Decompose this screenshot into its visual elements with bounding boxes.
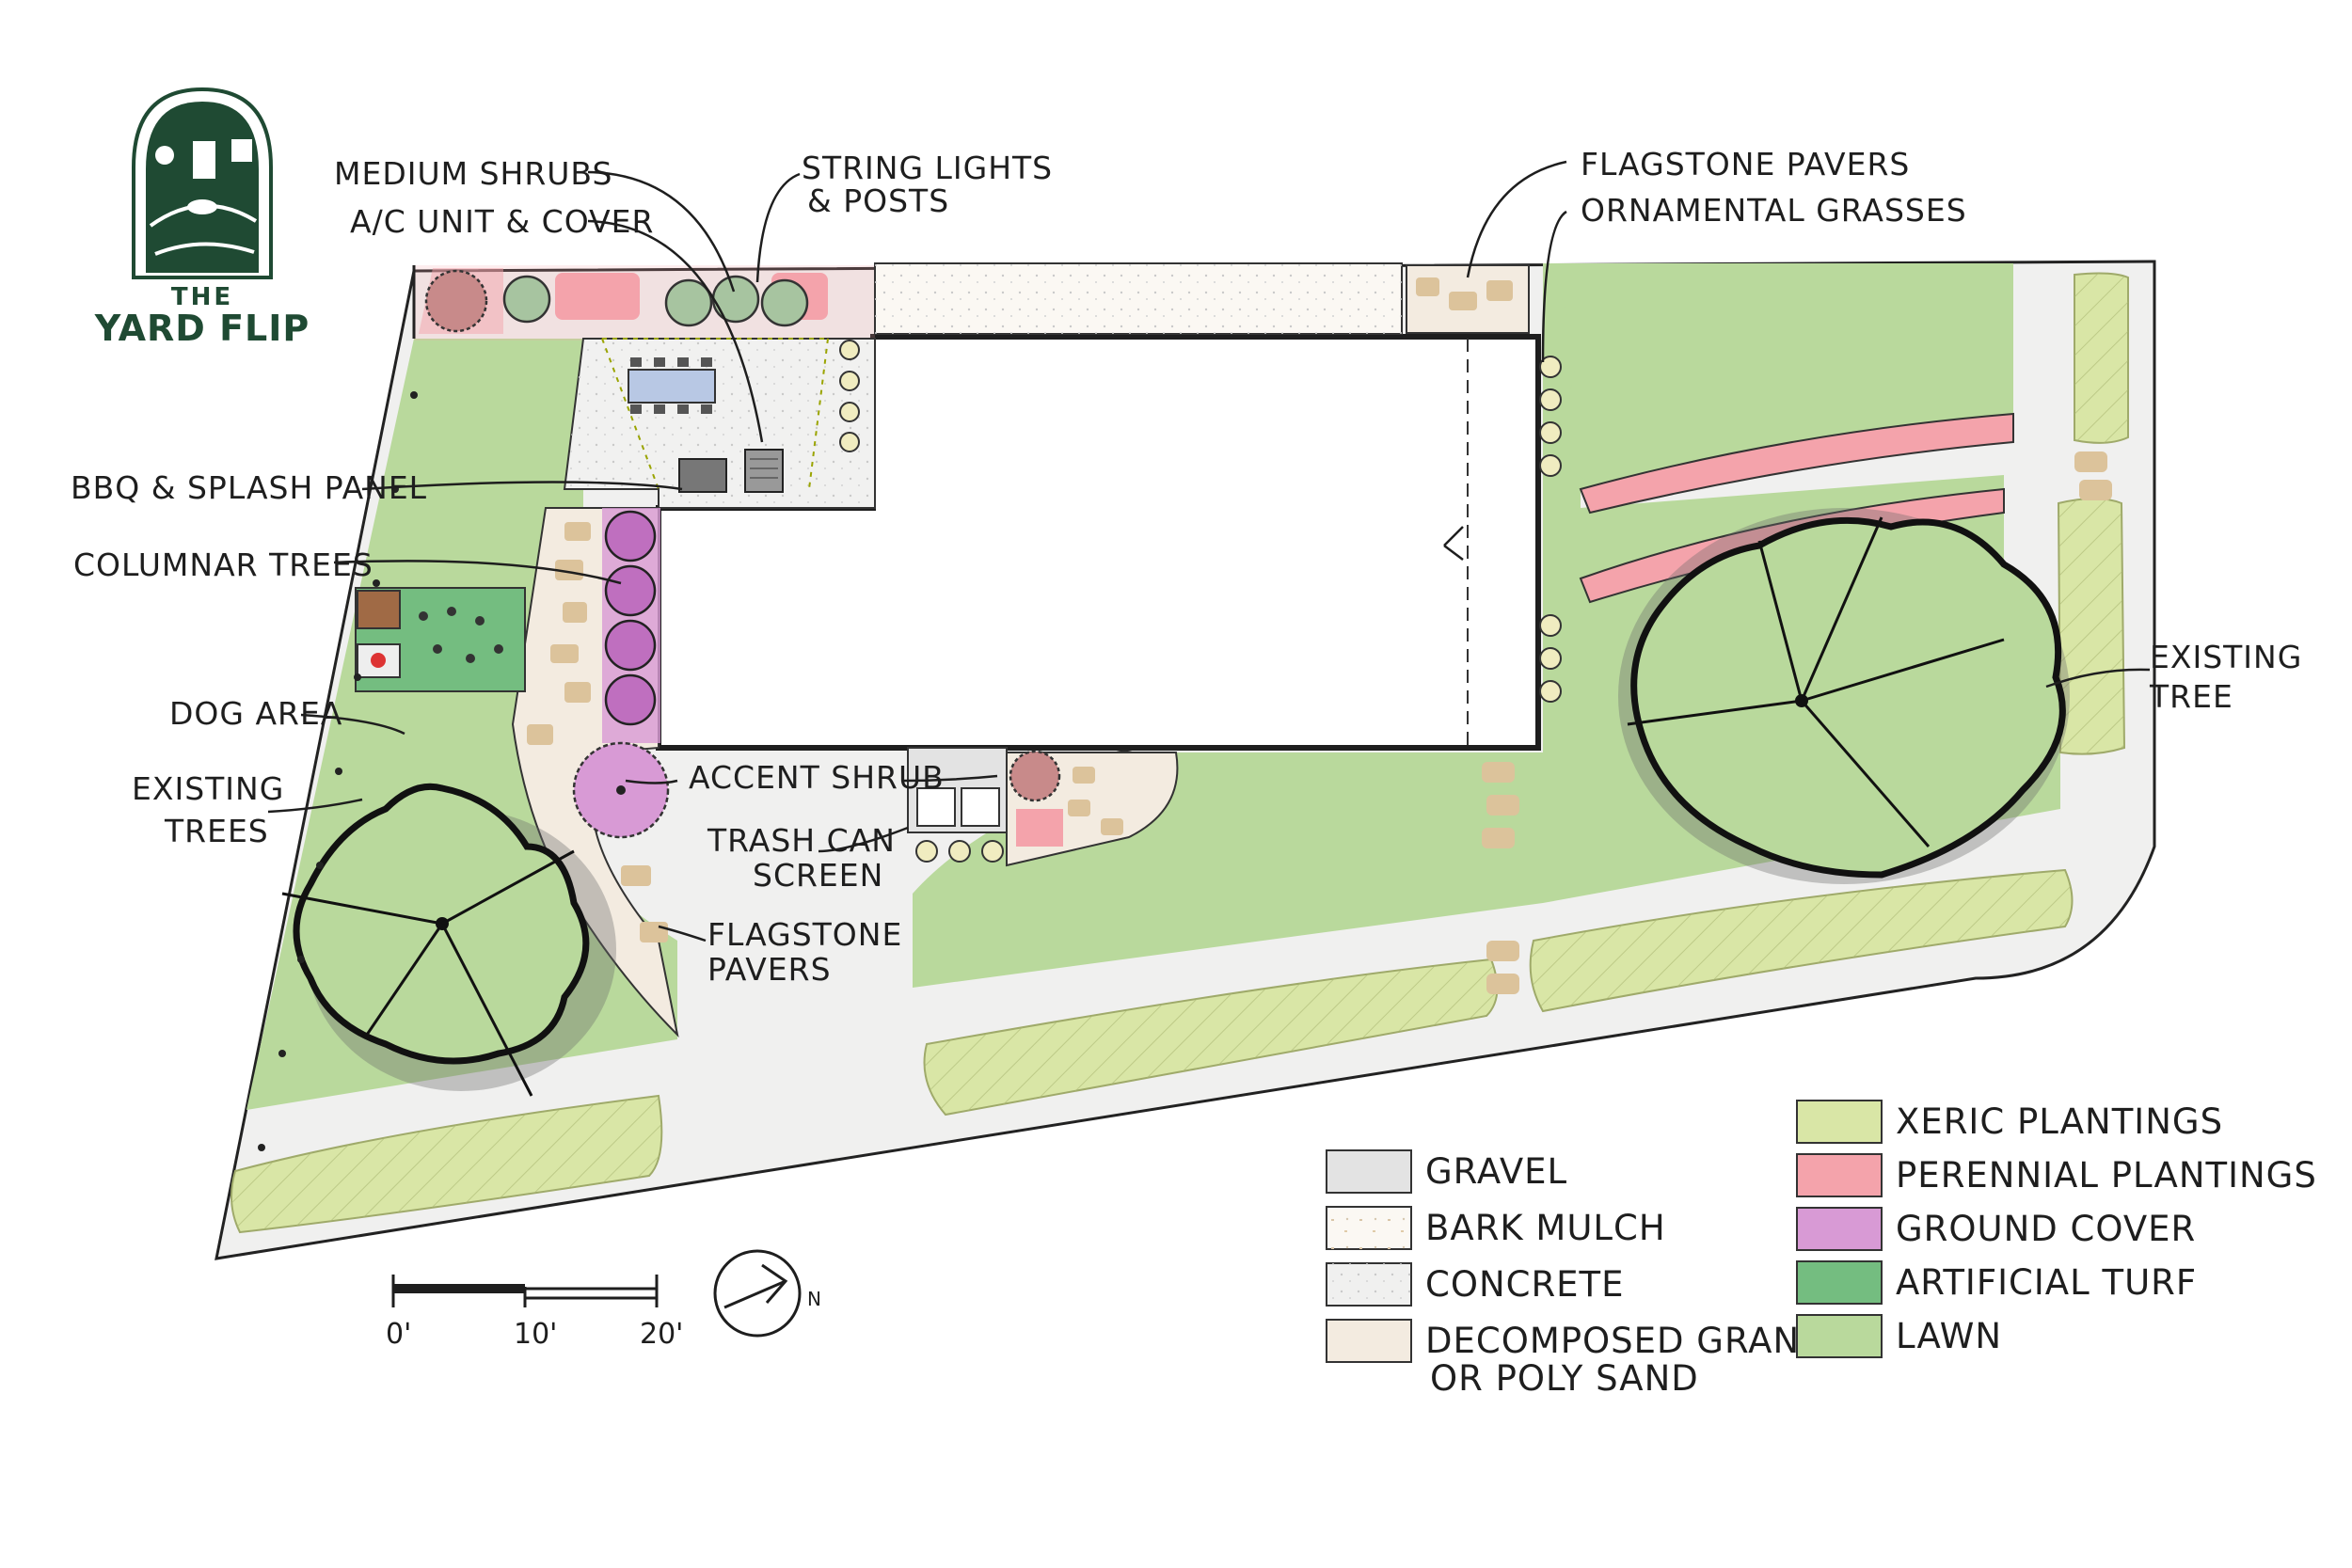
logo: THE YARD FLIP (94, 87, 310, 349)
legend-swatch-lawn (1796, 1314, 1883, 1358)
grasses (839, 340, 1562, 863)
west-strip (511, 507, 679, 1038)
label-flagstone: FLAGSTONE (707, 916, 902, 953)
legend-ground-cover: GROUND COVER (1896, 1209, 2196, 1249)
leader-lines (267, 160, 2151, 942)
north-label: N (807, 1288, 821, 1310)
legend-concrete: CONCRETE (1425, 1264, 1625, 1305)
lawn-east-top (1552, 268, 2013, 489)
label-pavers: PAVERS (707, 951, 832, 988)
label-dog-area: DOG AREA (169, 695, 342, 732)
legend-lawn: LAWN (1896, 1316, 2002, 1356)
legend-swatch-artificial-turf (1796, 1260, 1883, 1305)
north-arrow: N (713, 1249, 821, 1338)
legend-swatch-dg (1326, 1319, 1412, 1363)
legend: GRAVEL BARK MULCH CONCRETE DECOMPOSED GR… (1326, 1100, 2317, 1399)
label-existing-tree: EXISTING (2150, 639, 2302, 675)
plan-labels: MEDIUM SHRUBS A/C UNIT & COVER STRING LI… (71, 146, 2302, 988)
legend-gravel: GRAVEL (1425, 1151, 1567, 1192)
legend-dg: DECOMPOSED GRANITE (1425, 1321, 1856, 1361)
legend-dg-2: OR POLY SAND (1430, 1358, 1699, 1399)
label-existing-trees: EXISTING (132, 770, 284, 807)
legend-swatch-ground-cover (1796, 1207, 1883, 1251)
entry-area (907, 747, 1179, 867)
label-columnar-trees: COLUMNAR TREES (73, 546, 373, 583)
logo-icon (146, 102, 259, 273)
label-ornamental-grasses: ORNAMENTAL GRASSES (1581, 192, 1967, 229)
legend-swatch-xeric (1796, 1100, 1883, 1144)
label-existing-trees-2: TREES (164, 813, 269, 849)
label-bbq: BBQ & SPLASH PANEL (71, 469, 427, 506)
legend-artificial-turf: ARTIFICIAL TURF (1896, 1262, 2197, 1303)
stepping-stones (1482, 451, 2112, 994)
xeric-plantings (230, 272, 2129, 1234)
legend-bark-mulch: BARK MULCH (1425, 1208, 1666, 1248)
scale-twenty: 20' (640, 1318, 683, 1351)
label-ac-unit: A/C UNIT & COVER (350, 203, 654, 240)
existing-tree-west (281, 783, 616, 1097)
scale-ten: 10' (514, 1318, 557, 1351)
existing-tree-east (1618, 508, 2070, 884)
scale-bar: 0' 10' 20' (386, 1275, 683, 1351)
scale-zero: 0' (386, 1318, 411, 1351)
label-flagstone-pavers-top: FLAGSTONE PAVERS (1581, 146, 1910, 182)
dog-area (355, 587, 526, 692)
label-trash-can: TRASH CAN (707, 822, 896, 859)
logo-name: YARD FLIP (94, 308, 310, 349)
label-medium-shrubs: MEDIUM SHRUBS (334, 155, 612, 192)
legend-perennial: PERENNIAL PLANTINGS (1896, 1155, 2317, 1196)
label-trash-screen: SCREEN (753, 857, 883, 894)
label-string-lights-posts: & POSTS (807, 182, 949, 219)
legend-swatch-gravel (1326, 1149, 1412, 1194)
label-existing-tree-2: TREE (2149, 678, 2233, 715)
label-accent-shrub: ACCENT SHRUB (689, 759, 945, 796)
label-string-lights: STRING LIGHTS (802, 150, 1053, 186)
logo-the: THE (171, 283, 233, 311)
north-arrow-icon (723, 1279, 787, 1309)
legend-swatch-perennial (1796, 1153, 1883, 1197)
legend-xeric: XERIC PLANTINGS (1896, 1101, 2223, 1142)
